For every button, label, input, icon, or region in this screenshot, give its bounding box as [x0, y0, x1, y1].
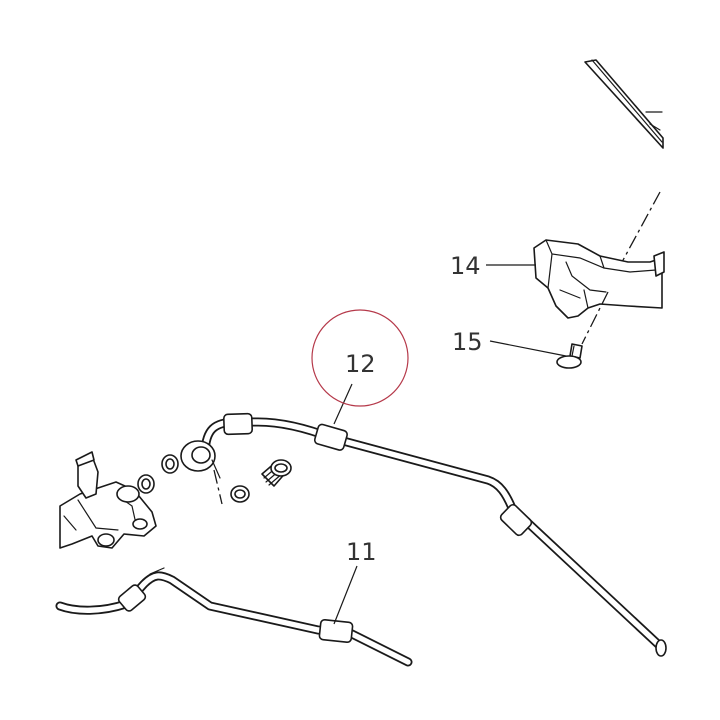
- callout-12: 12: [345, 350, 376, 378]
- mounting-screw: [556, 343, 583, 369]
- callout-12-highlight-circle: [311, 309, 409, 407]
- sealing-washers: [137, 454, 250, 503]
- banjo-fitting: [180, 440, 221, 479]
- screw-alignment-line: [581, 291, 609, 345]
- leader-line-15: [489, 340, 567, 357]
- leader-line-12: [333, 383, 353, 425]
- callout-14: 14: [450, 252, 481, 280]
- banjo-bolt-alignment-line: [213, 469, 223, 505]
- frame-alignment-line: [621, 191, 661, 263]
- brake-hose-11: [55, 567, 413, 667]
- banjo-bolt: [261, 459, 292, 487]
- callout-15: 15: [452, 328, 483, 356]
- frame-member: [584, 59, 664, 149]
- hose-guide-bracket: [533, 239, 665, 319]
- brake-hose-12: [200, 412, 667, 657]
- brake-master-cylinder: [59, 451, 157, 549]
- callout-11: 11: [346, 538, 377, 566]
- leader-line-11: [333, 565, 358, 625]
